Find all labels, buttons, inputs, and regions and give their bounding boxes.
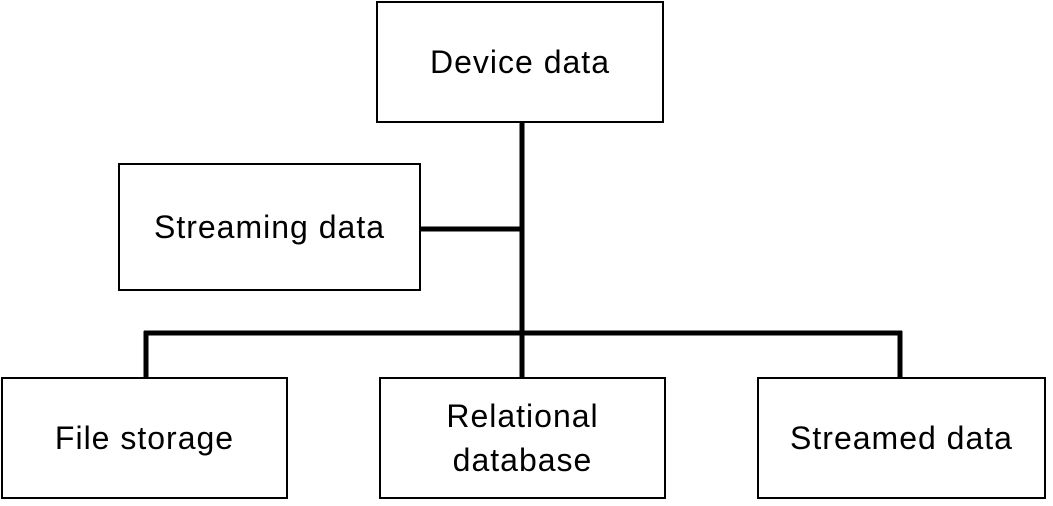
node-device-data: Device data — [376, 1, 664, 123]
node-relational-database-label-line1: Relational — [446, 398, 599, 434]
node-file-storage: File storage — [1, 377, 288, 499]
node-streamed-data-label: Streamed data — [790, 420, 1013, 456]
node-relational-database: Relational database — [379, 377, 666, 499]
node-file-storage-label: File storage — [54, 420, 235, 456]
node-relational-database-label-line2: database — [452, 442, 593, 478]
node-streamed-data: Streamed data — [757, 377, 1046, 499]
node-streaming-data-label: Streaming data — [153, 209, 385, 245]
node-device-data-label: Device data — [430, 44, 610, 80]
node-streaming-data: Streaming data — [118, 163, 421, 291]
